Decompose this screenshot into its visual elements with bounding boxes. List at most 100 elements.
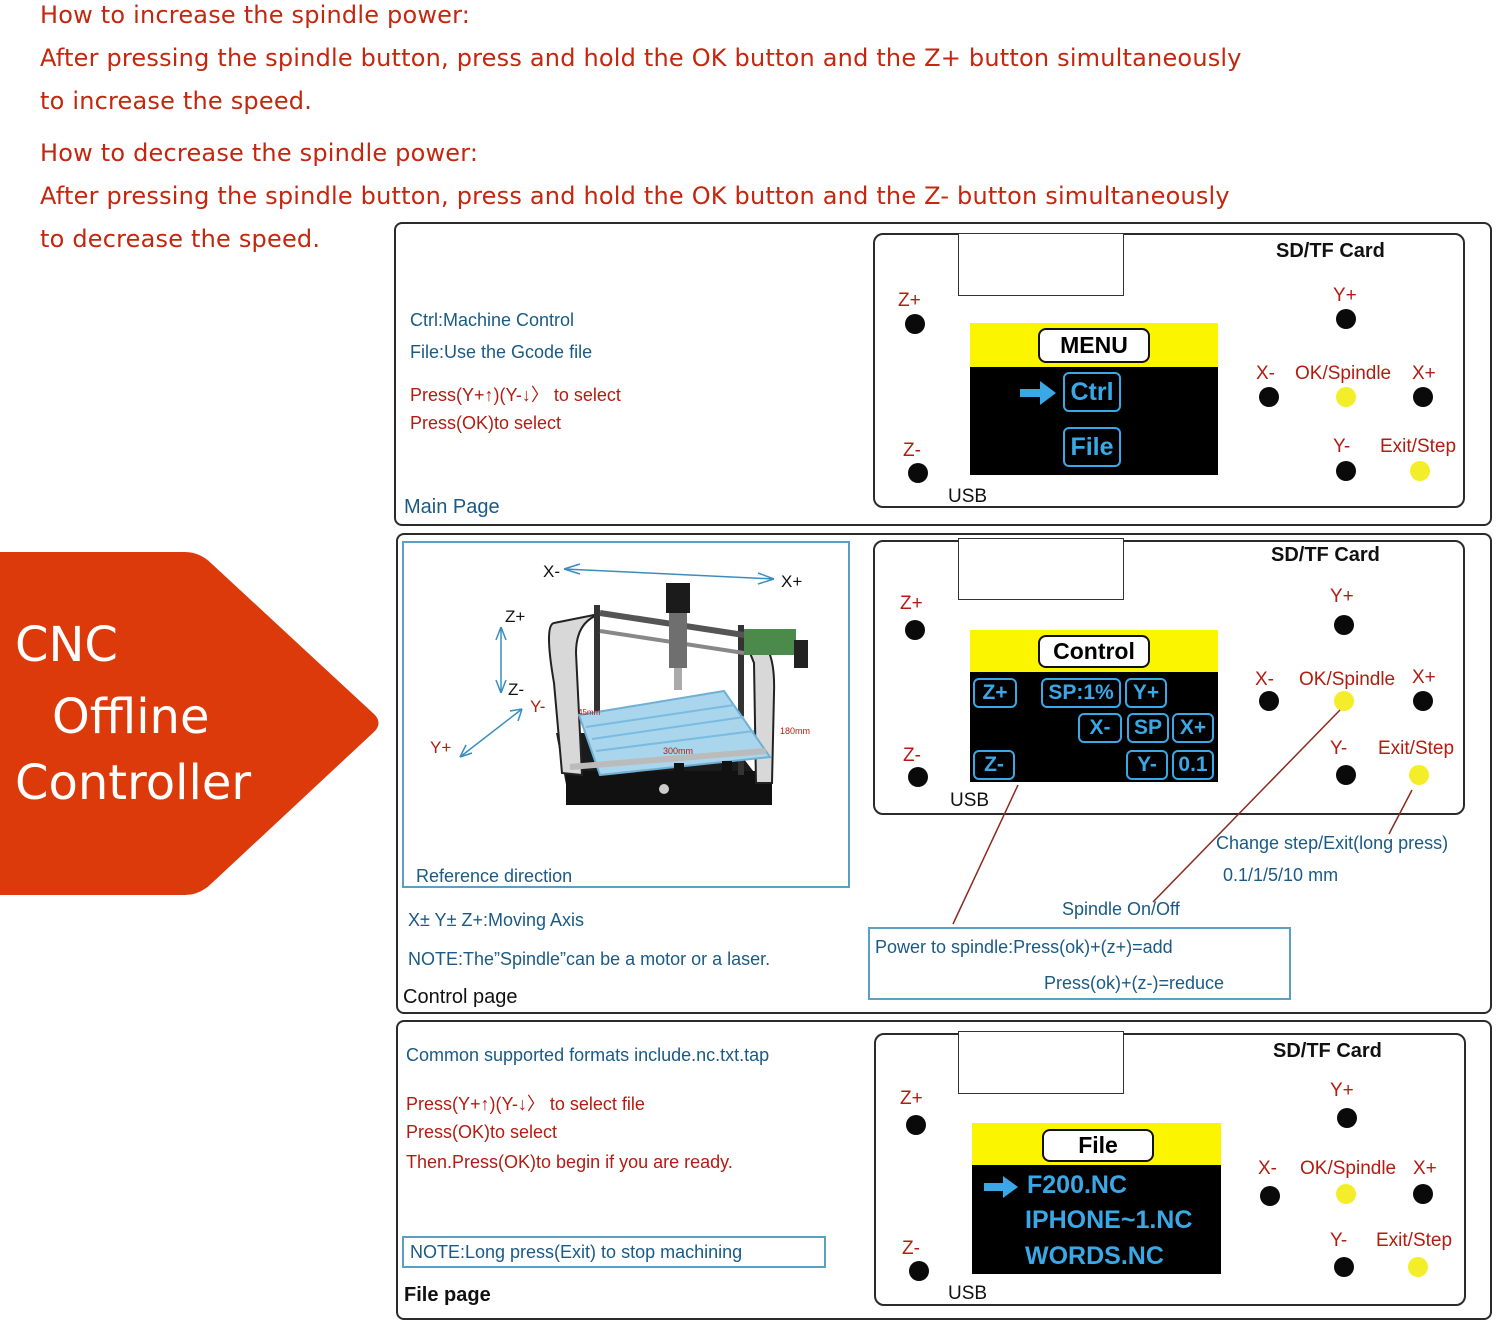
axis-z-plus-label: Z+ (505, 607, 526, 626)
axis-y-minus-label: Y- (530, 697, 546, 716)
main-sd-slot (958, 233, 1124, 296)
file-page-line-2: Press(Y+↑)(Y-↓〉 to select file (406, 1094, 645, 1114)
main-xminus-label: X- (1256, 363, 1275, 384)
control-exit-step-button[interactable] (1409, 765, 1429, 785)
axis-z-minus-label: Z- (508, 680, 525, 699)
file-note-box (402, 1236, 826, 1268)
control-screen-yminus[interactable]: Y- (1126, 750, 1168, 780)
file-list-item-3[interactable]: WORDS.NC (1025, 1242, 1164, 1270)
control-xplus-label: X+ (1412, 667, 1436, 688)
file-page-label: File page (404, 1284, 491, 1306)
file-page-line-4: Then.Press(OK)to begin if you are ready. (406, 1152, 733, 1172)
main-yminus-label: Y- (1333, 436, 1351, 457)
main-select-arrow-icon (1020, 381, 1056, 405)
file-list-item-1[interactable]: F200.NC (1027, 1171, 1128, 1199)
control-xplus-button[interactable] (1413, 691, 1433, 711)
main-ok-spindle-button[interactable] (1336, 387, 1356, 407)
control-yplus-label: Y+ (1330, 586, 1354, 607)
file-zminus-button[interactable] (909, 1261, 929, 1281)
main-ok-label: OK/Spindle (1295, 363, 1392, 384)
main-page-line-2: File:Use the Gcode file (410, 342, 593, 362)
control-screen-xminus[interactable]: X- (1078, 713, 1122, 743)
moving-axis-label: X± Y± Z+:Moving Axis (408, 910, 584, 930)
file-list-item-2[interactable]: IPHONE~1.NC (1025, 1206, 1193, 1234)
decrease-line-2: to decrease the speed. (40, 225, 321, 253)
file-zplus-label: Z+ (900, 1088, 923, 1109)
file-select-arrow-icon (984, 1176, 1018, 1198)
main-menu-item-file[interactable]: File (1063, 427, 1121, 467)
step-values-label: 0.1/1/5/10 mm (1223, 865, 1339, 885)
main-page-line-4: Press(OK)to select (410, 413, 562, 433)
control-usb-label: USB (950, 790, 990, 811)
control-screen-xplus[interactable]: X+ (1172, 713, 1214, 743)
main-exit-step-button[interactable] (1410, 461, 1430, 481)
power-spindle-line-1: Power to spindle:Press(ok)+(z+)=add (875, 937, 1173, 957)
control-screen-yplus[interactable]: Y+ (1125, 678, 1167, 708)
control-zminus-label: Z- (903, 745, 921, 766)
file-exit-step-button[interactable] (1408, 1257, 1428, 1277)
control-screen-sp[interactable]: SP (1127, 713, 1169, 743)
axis-x-minus-label: X- (543, 562, 560, 581)
control-exit-label: Exit/Step (1378, 738, 1455, 759)
file-zplus-button[interactable] (906, 1115, 926, 1135)
main-yminus-button[interactable] (1336, 461, 1356, 481)
main-menu-item-ctrl[interactable]: Ctrl (1063, 372, 1121, 412)
file-sd-label: SD/TF Card (1273, 1040, 1382, 1062)
control-screen-step[interactable]: 0.1 (1172, 750, 1214, 780)
main-lcd-title: MENU (1038, 328, 1150, 363)
control-xminus-button[interactable] (1259, 691, 1279, 711)
badge-line-cnc: CNC (15, 617, 118, 673)
control-zminus-button[interactable] (908, 767, 928, 787)
control-page-label: Control page (403, 986, 518, 1008)
dim-180-label: 180mm (780, 726, 811, 736)
control-screen-zminus[interactable]: Z- (973, 750, 1015, 780)
file-zminus-label: Z- (902, 1238, 920, 1259)
control-screen-sp-percent[interactable]: SP:1% (1041, 678, 1121, 708)
control-zplus-button[interactable] (905, 620, 925, 640)
main-page-label: Main Page (404, 496, 500, 518)
file-yplus-button[interactable] (1337, 1108, 1357, 1128)
file-yminus-button[interactable] (1334, 1257, 1354, 1277)
file-page-line-1: Common supported formats include.nc.txt.… (406, 1045, 770, 1065)
power-spindle-box (868, 927, 1291, 1000)
file-lcd-screen: File F200.NC IPHONE~1.NC WORDS.NC (972, 1123, 1221, 1274)
control-sd-slot (958, 538, 1124, 600)
decrease-line-1: After pressing the spindle button, press… (40, 182, 1230, 210)
main-yplus-button[interactable] (1336, 309, 1356, 329)
file-usb-label: USB (948, 1283, 988, 1304)
spindle-note: NOTE:The”Spindle”can be a motor or a las… (408, 949, 771, 969)
file-ok-spindle-button[interactable] (1336, 1184, 1356, 1204)
main-zplus-button[interactable] (905, 314, 925, 334)
file-xplus-label: X+ (1413, 1158, 1437, 1179)
control-xminus-label: X- (1255, 669, 1274, 690)
dim-300-label: 300mm (663, 746, 694, 756)
main-xplus-label: X+ (1412, 363, 1436, 384)
main-lcd-screen: MENU Ctrl File (970, 323, 1218, 475)
file-xplus-button[interactable] (1413, 1184, 1433, 1204)
increase-line-1: After pressing the spindle button, press… (40, 44, 1242, 72)
reference-image-frame (402, 541, 850, 888)
main-zminus-button[interactable] (908, 463, 928, 483)
file-xminus-label: X- (1258, 1158, 1277, 1179)
main-xminus-button[interactable] (1259, 387, 1279, 407)
control-ok-label: OK/Spindle (1299, 669, 1396, 690)
file-sd-slot (958, 1031, 1124, 1094)
control-sd-label: SD/TF Card (1271, 544, 1380, 566)
decrease-heading: How to decrease the spindle power: (40, 139, 479, 167)
main-zminus-label: Z- (903, 440, 921, 461)
badge-line-offline: Offline (52, 689, 210, 745)
control-yminus-button[interactable] (1336, 765, 1356, 785)
control-ok-spindle-button[interactable] (1334, 691, 1354, 711)
control-screen-zplus[interactable]: Z+ (973, 678, 1017, 708)
file-page-note: NOTE:Long press(Exit) to stop machining (410, 1242, 743, 1262)
badge-line-controller: Controller (15, 755, 252, 811)
main-sd-label: SD/TF Card (1276, 240, 1385, 262)
main-page-line-3: Press(Y+↑)(Y-↓〉 to select (410, 385, 621, 405)
axis-y-plus-label: Y+ (430, 738, 452, 757)
reference-direction-label: Reference direction (416, 866, 573, 886)
main-page-line-1: Ctrl:Machine Control (410, 310, 575, 330)
file-xminus-button[interactable] (1260, 1186, 1280, 1206)
main-xplus-button[interactable] (1413, 387, 1433, 407)
control-yplus-button[interactable] (1334, 615, 1354, 635)
